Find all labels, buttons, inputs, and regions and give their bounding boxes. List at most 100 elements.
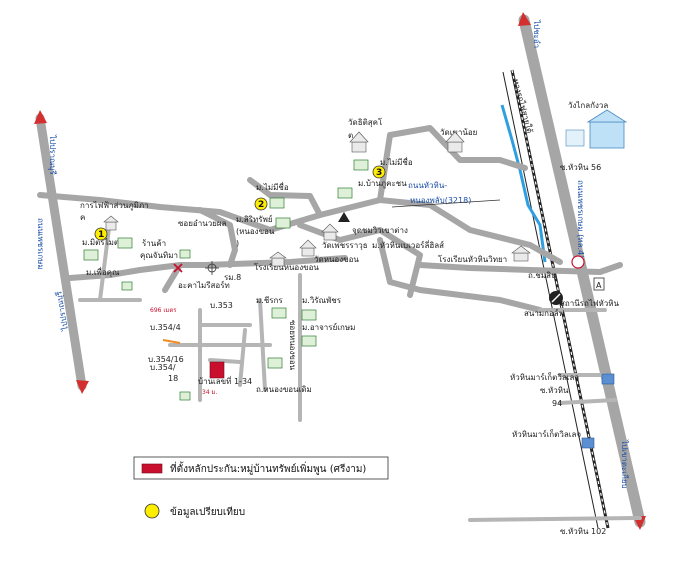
svg-text:3: 3 <box>376 168 382 178</box>
label-b35416: บ.354/16 <box>148 355 184 364</box>
label-soi-amnuay: ซอยอำนวยผล <box>178 219 227 228</box>
label-wat-thipsuk: วัดธิติสุคโ <box>348 117 383 127</box>
village-icon <box>353 159 369 171</box>
label-b3544: บ.354/4 <box>150 323 181 332</box>
label-mu-arjan: ม.อาจารย์เกษม <box>302 322 355 332</box>
village-icon <box>301 335 317 347</box>
road-label-right-south: ไปเขาตะเกียบ <box>620 439 629 489</box>
label-station: สถานีรถไฟหัวหิน <box>560 299 620 308</box>
label-soi102: ซ.หัวหิน 102 <box>560 527 606 536</box>
comparison-marker-1: 1 <box>94 227 108 241</box>
label-wat-klai: วังไกลกังวล <box>568 101 608 110</box>
station-icon <box>593 277 605 291</box>
temple-icon <box>299 239 317 257</box>
gas-station-icon <box>571 255 585 269</box>
label-wat-khao-noi: วัดเขาน้อย <box>440 128 477 137</box>
label-mu-maimeesue-west: ม.ไม่มีชื่อ <box>256 181 289 192</box>
legend-subject-text: ที่ตั้งหลักประกัน:หมู่บ้านทรัพย์เพิ่มพูน… <box>170 461 366 475</box>
label-soi-huahin: ซ.หัวหิน <box>540 386 569 395</box>
label-rm8: รม.8 <box>224 273 241 282</box>
label-elec: การไฟฟ้าส่วนภูมิภา <box>80 201 149 211</box>
label-mu-sirin: ม.สิริทรัพย์ <box>236 214 273 224</box>
label-mu-baanphu: ม.บ้านภูคะชน <box>358 179 407 189</box>
road-label-left-north: ไปปราณบุรี <box>48 134 57 175</box>
comparison-marker-3: 3 <box>372 165 386 179</box>
label-94: 94 <box>552 399 562 408</box>
label-mu-huahin-verse: ม.หัวหินเบเวอร์ลี่ฮิลส์ <box>372 239 444 250</box>
village-icon <box>179 391 191 401</box>
label-chinsin: ถ.ชมสิน <box>528 271 557 280</box>
village-icon <box>83 249 99 261</box>
road-label-huahin-1: ถนนหัวหิน- <box>408 181 447 190</box>
temple-icon <box>321 223 339 241</box>
label-34m: 34 ม. <box>202 389 217 396</box>
label-soi-small2: ถ.หนองขอนเดิม <box>256 385 312 394</box>
label-soi-lane: ซอยหนองขอน <box>288 320 297 371</box>
village-icon <box>117 237 133 249</box>
highway-left <box>34 110 89 394</box>
label-b3547: บ.354/ <box>150 363 176 372</box>
crosshair-icon <box>205 261 219 275</box>
road-label-left-south: ถนนเพชรเกษม <box>36 218 45 270</box>
cross-marker-icon <box>173 263 183 273</box>
village-icon <box>269 197 285 209</box>
legend-compare-text: ข้อมูลเปรียบเทียบ <box>170 506 245 518</box>
village-icons <box>83 159 369 401</box>
temple-icon <box>445 131 465 153</box>
road-label-right-mid: ถนนเพชรเกษม (ทล.4) <box>576 180 585 258</box>
label-school-nongkhon: โรงเรียนหนองขอน <box>254 262 319 272</box>
village-icon <box>179 249 191 259</box>
svg-text:1: 1 <box>98 230 104 240</box>
village-icon <box>271 307 287 319</box>
label-mu-mitrmai: ม.มิตรไมตรี <box>82 238 124 247</box>
label-18: 18 <box>168 374 178 383</box>
distance-line <box>162 339 181 344</box>
label-wat-nongkhon: วัดหนองขอน <box>314 255 359 264</box>
school-icon <box>511 245 531 262</box>
label-mu-sirin-2: (หนองขอน <box>236 227 275 236</box>
label-wat-phetcharawut: วัดเพชรราวุธ <box>322 241 368 250</box>
village-icon <box>301 309 317 321</box>
minor-roads <box>78 218 642 522</box>
label-golf: สนามกอล์ฟ <box>524 308 565 318</box>
subject-property <box>209 361 225 379</box>
legend-box <box>133 456 389 480</box>
label-soi56: ซ.หัวหิน 56 <box>560 163 601 172</box>
label-shop: ร้านค้า <box>142 239 166 248</box>
label-chomwiw: จุดชมวิวเขาต่าง <box>352 226 408 235</box>
road-label-huahin-2: หนองพลับ(3218) <box>410 196 471 205</box>
village-icon <box>267 357 283 369</box>
label-mu-wirunphat: ม.วิรัณพัชร <box>302 296 342 305</box>
label-696m: 696 เมตร <box>150 307 177 314</box>
viewpoint-icon <box>338 212 350 222</box>
house-icon <box>103 215 119 231</box>
temple-icon <box>349 131 369 153</box>
market-icon <box>581 437 595 449</box>
village-icon <box>275 217 291 229</box>
legend-compare-swatch <box>144 503 160 519</box>
label-mu-sirin-3: ) <box>236 239 239 248</box>
label-mu-chirakorn: ม.ชีรกร <box>256 296 283 305</box>
label-elec-2: ค <box>80 213 85 222</box>
label-huahin-market-2: หัวหินมาร์เก็ตวิลเลจ <box>512 429 581 439</box>
village-icon <box>337 187 353 199</box>
village-icon <box>121 281 133 291</box>
label-khun-chan: คุณจันทิมา <box>140 251 178 260</box>
market-icons <box>581 373 615 449</box>
school-icon <box>269 251 287 267</box>
label-mu-phuekhun: ม.เพื่อคุณ <box>86 266 120 277</box>
market-icon <box>601 373 615 385</box>
road-label-right-north: ไปชะอำ <box>532 19 541 48</box>
label-school-huahinwittaya: โรงเรียนหัวหินวิทยา <box>438 254 507 264</box>
label-huahin-market: หัวหินมาร์เก็ตวิลเลจ <box>510 372 579 382</box>
label-b-small: บ้านเลขที่ 1-34 <box>198 375 252 386</box>
comparison-marker-2: 2 <box>254 197 268 211</box>
palace-icon <box>565 109 628 149</box>
label-wat-thipsuk-2: ต <box>348 131 353 140</box>
place-labels: วัดธิติสุคโ ต วัดเขาน้อย วังไกลกังวล ม.ไ… <box>80 101 620 536</box>
label-b353: บ.353 <box>210 301 233 310</box>
label-mu-maimeesue-north: ม.ไม่มีชื่อ <box>380 156 413 167</box>
legend-subject-swatch <box>141 463 163 474</box>
svg-text:2: 2 <box>258 200 264 210</box>
